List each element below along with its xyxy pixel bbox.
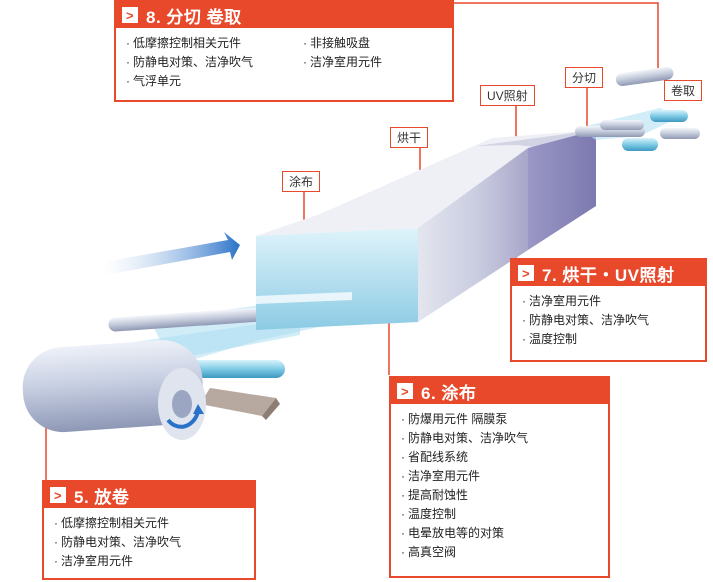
tag-coating: 涂布 xyxy=(282,171,321,192)
stage-7-title: 7. 烘干・UV照射 xyxy=(542,265,675,285)
stage-6-list: 防爆用元件 隔膜泵 防静电对策、洁净吹气 省配线系统 洁净室用元件 提高耐蚀性 … xyxy=(391,404,608,562)
stage-8-title: 8. 分切 卷取 xyxy=(146,7,242,27)
list-item: 洁净室用元件 xyxy=(54,552,246,571)
stage-8-list-left: 低摩擦控制相关元件 防静电对策、洁净吹气 气浮单元 xyxy=(126,34,253,91)
unwind-roll xyxy=(22,340,206,440)
direction-arrow xyxy=(103,232,240,275)
stage-7-box: > 7. 烘干・UV照射 洁净室用元件 防静电对策、洁净吹气 温度控制 xyxy=(510,258,707,362)
tag-drying: 烘干 xyxy=(390,127,429,148)
list-item: 温度控制 xyxy=(401,505,600,524)
stage-5-box: > 5. 放卷 低摩擦控制相关元件 防静电对策、洁净吹气 洁净室用元件 xyxy=(42,480,256,580)
stage-8-box: > 8. 分切 卷取 低摩擦控制相关元件 防静电对策、洁净吹气 气浮单元 非接触… xyxy=(114,0,454,102)
list-item: 防静电对策、洁净吹气 xyxy=(401,429,600,448)
list-item: 防静电对策、洁净吹气 xyxy=(522,311,697,330)
stage-6-box: > 6. 涂布 防爆用元件 隔膜泵 防静电对策、洁净吹气 省配线系统 洁净室用元… xyxy=(389,376,610,578)
chevron-right-icon: > xyxy=(397,383,413,399)
list-item: 防爆用元件 隔膜泵 xyxy=(401,410,600,429)
list-item: 洁净室用元件 xyxy=(303,53,382,72)
stage-7-list: 洁净室用元件 防静电对策、洁净吹气 温度控制 xyxy=(512,286,705,349)
list-item: 洁净室用元件 xyxy=(401,467,600,486)
list-item: 低摩擦控制相关元件 xyxy=(126,34,253,53)
list-item: 低摩擦控制相关元件 xyxy=(54,514,246,533)
stage-8-header: > 8. 分切 卷取 xyxy=(116,2,452,28)
tag-winding: 卷取 xyxy=(664,80,703,101)
tag-slitting: 分切 xyxy=(565,67,604,88)
list-item: 高真空阀 xyxy=(401,543,600,562)
chevron-right-icon: > xyxy=(50,487,66,503)
tag-uv: UV照射 xyxy=(480,85,535,106)
list-item: 提高耐蚀性 xyxy=(401,486,600,505)
list-item: 洁净室用元件 xyxy=(522,292,697,311)
stage-7-header: > 7. 烘干・UV照射 xyxy=(512,260,705,286)
stage-5-header: > 5. 放卷 xyxy=(44,482,254,508)
stage-6-header: > 6. 涂布 xyxy=(391,378,608,404)
stage-5-list: 低摩擦控制相关元件 防静电对策、洁净吹气 洁净室用元件 xyxy=(44,508,254,571)
stage-5-title: 5. 放卷 xyxy=(74,487,130,507)
list-item: 非接触吸盘 xyxy=(303,34,382,53)
list-item: 防静电对策、洁净吹气 xyxy=(54,533,246,552)
chevron-right-icon: > xyxy=(122,7,138,23)
slitter-rewinder xyxy=(575,66,700,151)
stage-8-list-right: 非接触吸盘 洁净室用元件 xyxy=(303,34,382,91)
process-chamber xyxy=(256,130,596,330)
list-item: 气浮单元 xyxy=(126,72,253,91)
chevron-right-icon: > xyxy=(518,265,534,281)
list-item: 省配线系统 xyxy=(401,448,600,467)
list-item: 电晕放电等的对策 xyxy=(401,524,600,543)
stage-6-title: 6. 涂布 xyxy=(421,383,477,403)
list-item: 防静电对策、洁净吹气 xyxy=(126,53,253,72)
list-item: 温度控制 xyxy=(522,330,697,349)
